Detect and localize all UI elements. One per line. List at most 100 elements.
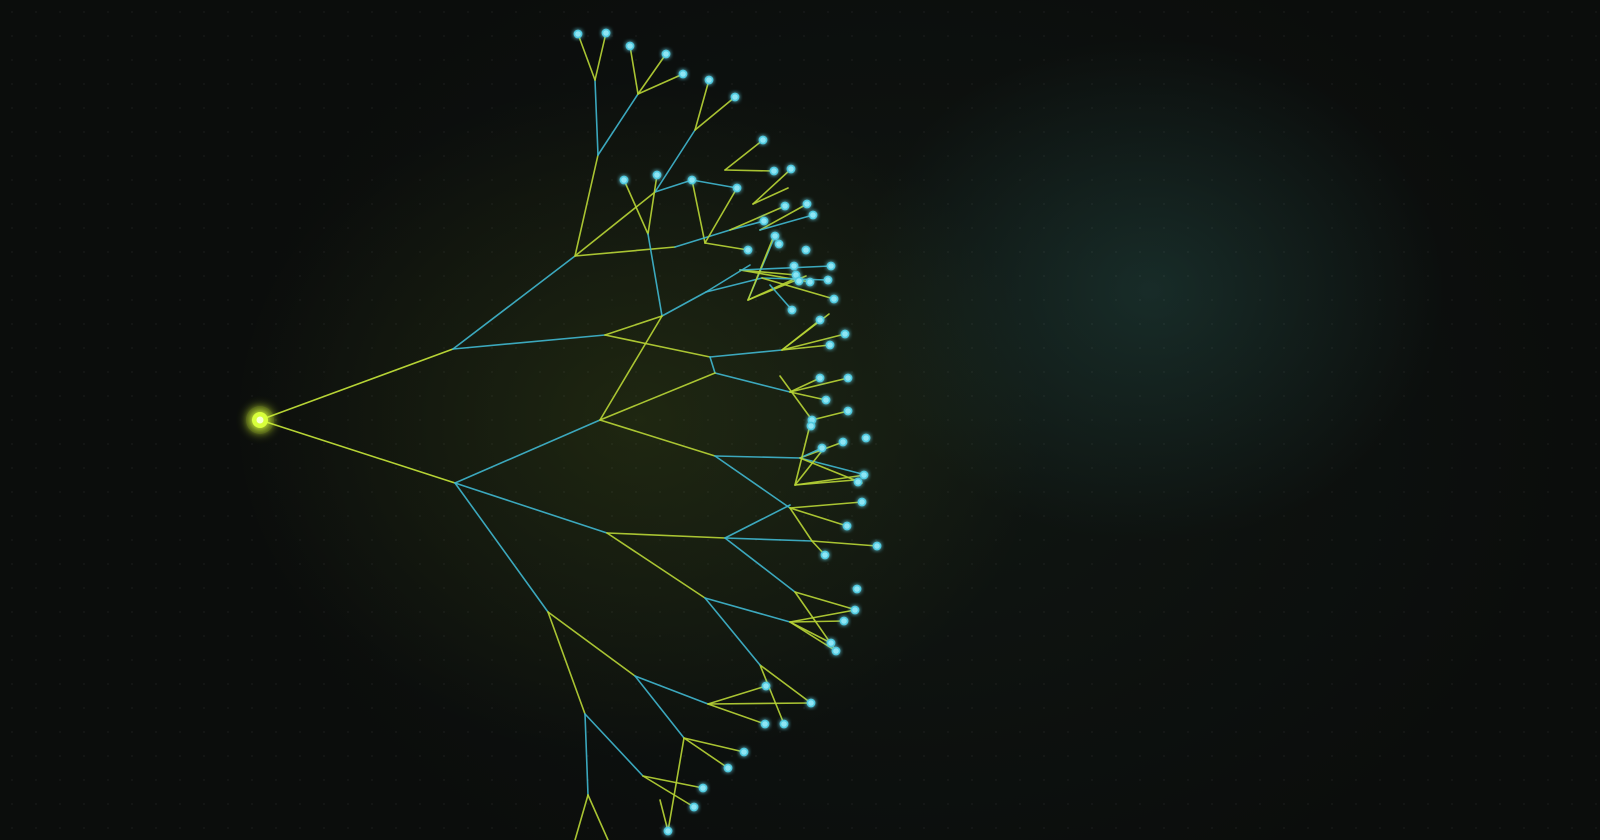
tree-edge: [707, 685, 767, 705]
tree-edge: [714, 372, 791, 393]
tree-edge: [584, 713, 589, 796]
leaf-node[interactable]: [619, 175, 629, 185]
leaf-node[interactable]: [769, 166, 779, 176]
tree-edge: [789, 501, 863, 509]
leaf-node[interactable]: [770, 231, 780, 241]
tree-edge: [799, 457, 863, 484]
leaf-node[interactable]: [652, 170, 662, 180]
leaf-node[interactable]: [625, 41, 635, 51]
leaf-node[interactable]: [786, 164, 796, 174]
tree-edge: [604, 334, 711, 358]
leaf-node[interactable]: [663, 826, 673, 836]
tree-edge: [594, 79, 599, 156]
tree-edge: [634, 675, 685, 739]
leaf-node[interactable]: [698, 783, 708, 793]
leaf-node[interactable]: [843, 373, 853, 383]
leaf-node[interactable]: [774, 239, 784, 249]
tree-edge: [454, 419, 601, 484]
leaf-node[interactable]: [730, 92, 740, 102]
leaf-node[interactable]: [838, 437, 848, 447]
leaf-node[interactable]: [805, 277, 815, 287]
leaf-node[interactable]: [787, 305, 797, 315]
leaf-node[interactable]: [839, 616, 849, 626]
leaf-node[interactable]: [842, 521, 852, 531]
leaf-node[interactable]: [678, 69, 688, 79]
leaf-node[interactable]: [829, 294, 839, 304]
leaf-node[interactable]: [850, 605, 860, 615]
tree-edge: [789, 620, 845, 623]
leaf-node[interactable]: [779, 719, 789, 729]
leaf-node[interactable]: [825, 340, 835, 350]
leaf-node[interactable]: [821, 395, 831, 405]
leaf-node[interactable]: [761, 681, 771, 691]
leaf-node[interactable]: [859, 470, 869, 480]
leaf-node[interactable]: [760, 719, 770, 729]
tree-edge: [452, 334, 606, 350]
leaf-node[interactable]: [743, 245, 753, 255]
leaf-node[interactable]: [815, 315, 825, 325]
leaf-node[interactable]: [794, 276, 804, 286]
tree-edge: [452, 255, 576, 350]
leaf-node[interactable]: [826, 638, 836, 648]
leaf-node[interactable]: [823, 275, 833, 285]
tree-edge: [654, 179, 693, 193]
leaf-node[interactable]: [739, 747, 749, 757]
leaf-node[interactable]: [820, 550, 830, 560]
tree-edge: [577, 33, 596, 81]
leaf-node[interactable]: [789, 261, 799, 271]
tree-edge: [799, 457, 867, 476]
tree-edge: [547, 611, 636, 677]
leaf-node[interactable]: [704, 75, 714, 85]
leaf-node[interactable]: [759, 216, 769, 226]
leaf-node[interactable]: [661, 49, 671, 59]
tree-edge: [674, 229, 731, 248]
leaf-node[interactable]: [808, 210, 818, 220]
leaf-node[interactable]: [861, 433, 871, 443]
tree-edge: [781, 333, 846, 351]
leaf-node[interactable]: [780, 201, 790, 211]
leaf-node[interactable]: [687, 175, 697, 185]
tree-edge: [694, 79, 710, 131]
leaf-node[interactable]: [817, 443, 827, 453]
leaf-node[interactable]: [815, 373, 825, 383]
leaf-node[interactable]: [831, 646, 841, 656]
tree-edge: [661, 291, 707, 317]
leaf-node[interactable]: [723, 763, 733, 773]
tree-edge: [724, 169, 775, 172]
tree-edge: [659, 799, 669, 832]
tree-edge: [599, 419, 716, 457]
tree-edges: [259, 32, 878, 840]
tree-edge: [729, 205, 786, 231]
tree-edge: [729, 220, 765, 231]
tree-edge: [794, 446, 826, 486]
tree-root: [246, 406, 274, 434]
tree-edge: [647, 233, 663, 317]
leaf-node[interactable]: [853, 477, 863, 487]
tree-edge: [789, 507, 848, 527]
leaf-node[interactable]: [806, 698, 816, 708]
tree-edge: [724, 139, 764, 171]
tree-edge: [789, 377, 849, 393]
leaf-node[interactable]: [840, 329, 850, 339]
leaf-node[interactable]: [802, 199, 812, 209]
tree-edge: [547, 611, 586, 715]
tree-edge: [683, 737, 745, 753]
leaf-node[interactable]: [732, 183, 742, 193]
leaf-node[interactable]: [758, 135, 768, 145]
tree-edge: [794, 424, 811, 486]
tree-edge: [789, 507, 813, 542]
leaf-node[interactable]: [601, 28, 611, 38]
leaf-node[interactable]: [843, 406, 853, 416]
leaf-node[interactable]: [857, 497, 867, 507]
leaf-node[interactable]: [573, 29, 583, 39]
leaf-node[interactable]: [852, 584, 862, 594]
tree-edge: [794, 591, 854, 610]
leaf-node[interactable]: [801, 245, 811, 255]
tree-edge: [761, 277, 835, 300]
leaf-node[interactable]: [826, 261, 836, 271]
leaf-node[interactable]: [806, 421, 816, 431]
tree-edge: [683, 737, 729, 769]
leaf-node[interactable]: [872, 541, 882, 551]
leaf-node[interactable]: [689, 802, 699, 812]
